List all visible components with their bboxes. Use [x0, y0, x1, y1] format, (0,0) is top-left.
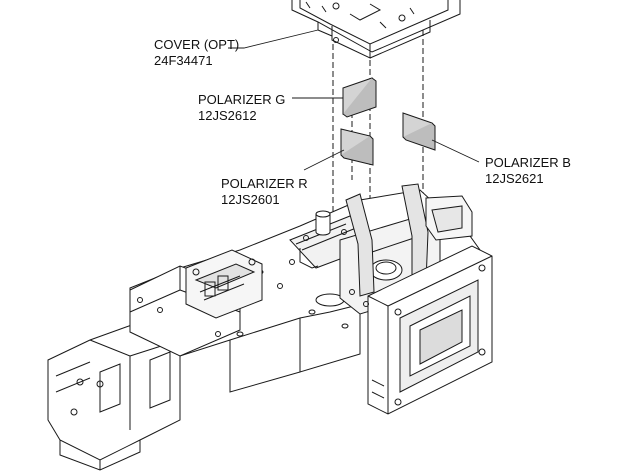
part-number: 12JS2621	[485, 171, 544, 186]
polarizer-b-plate	[402, 112, 436, 151]
connector-block	[129, 249, 263, 357]
ribbon-cable-left	[345, 193, 375, 297]
right-housing	[425, 195, 473, 241]
part-name: POLARIZER G	[198, 92, 286, 107]
lamp-housing	[47, 321, 181, 471]
part-name: COVER (OPT)	[154, 37, 240, 52]
part-name: POLARIZER R	[221, 176, 308, 191]
part-number: 24F34471	[154, 53, 213, 68]
part-name: POLARIZER B	[485, 155, 571, 170]
mounting-post	[299, 210, 331, 269]
label-cover-opt: COVER (OPT) 24F34471	[154, 37, 239, 69]
label-polarizer-r: POLARIZER R 12JS2601	[221, 176, 308, 208]
leader-lines	[228, 29, 480, 171]
label-polarizer-b: POLARIZER B 12JS2621	[485, 155, 571, 187]
part-number: 12JS2612	[198, 108, 257, 123]
part-number: 12JS2601	[221, 192, 280, 207]
polarizer-g-plate	[342, 77, 377, 118]
label-polarizer-g: POLARIZER G 12JS2612	[198, 92, 285, 124]
panel-frame	[367, 245, 493, 415]
screw-heads	[277, 229, 369, 307]
cover-opt-part	[291, 0, 461, 59]
polarizer-r-plate	[340, 128, 374, 166]
